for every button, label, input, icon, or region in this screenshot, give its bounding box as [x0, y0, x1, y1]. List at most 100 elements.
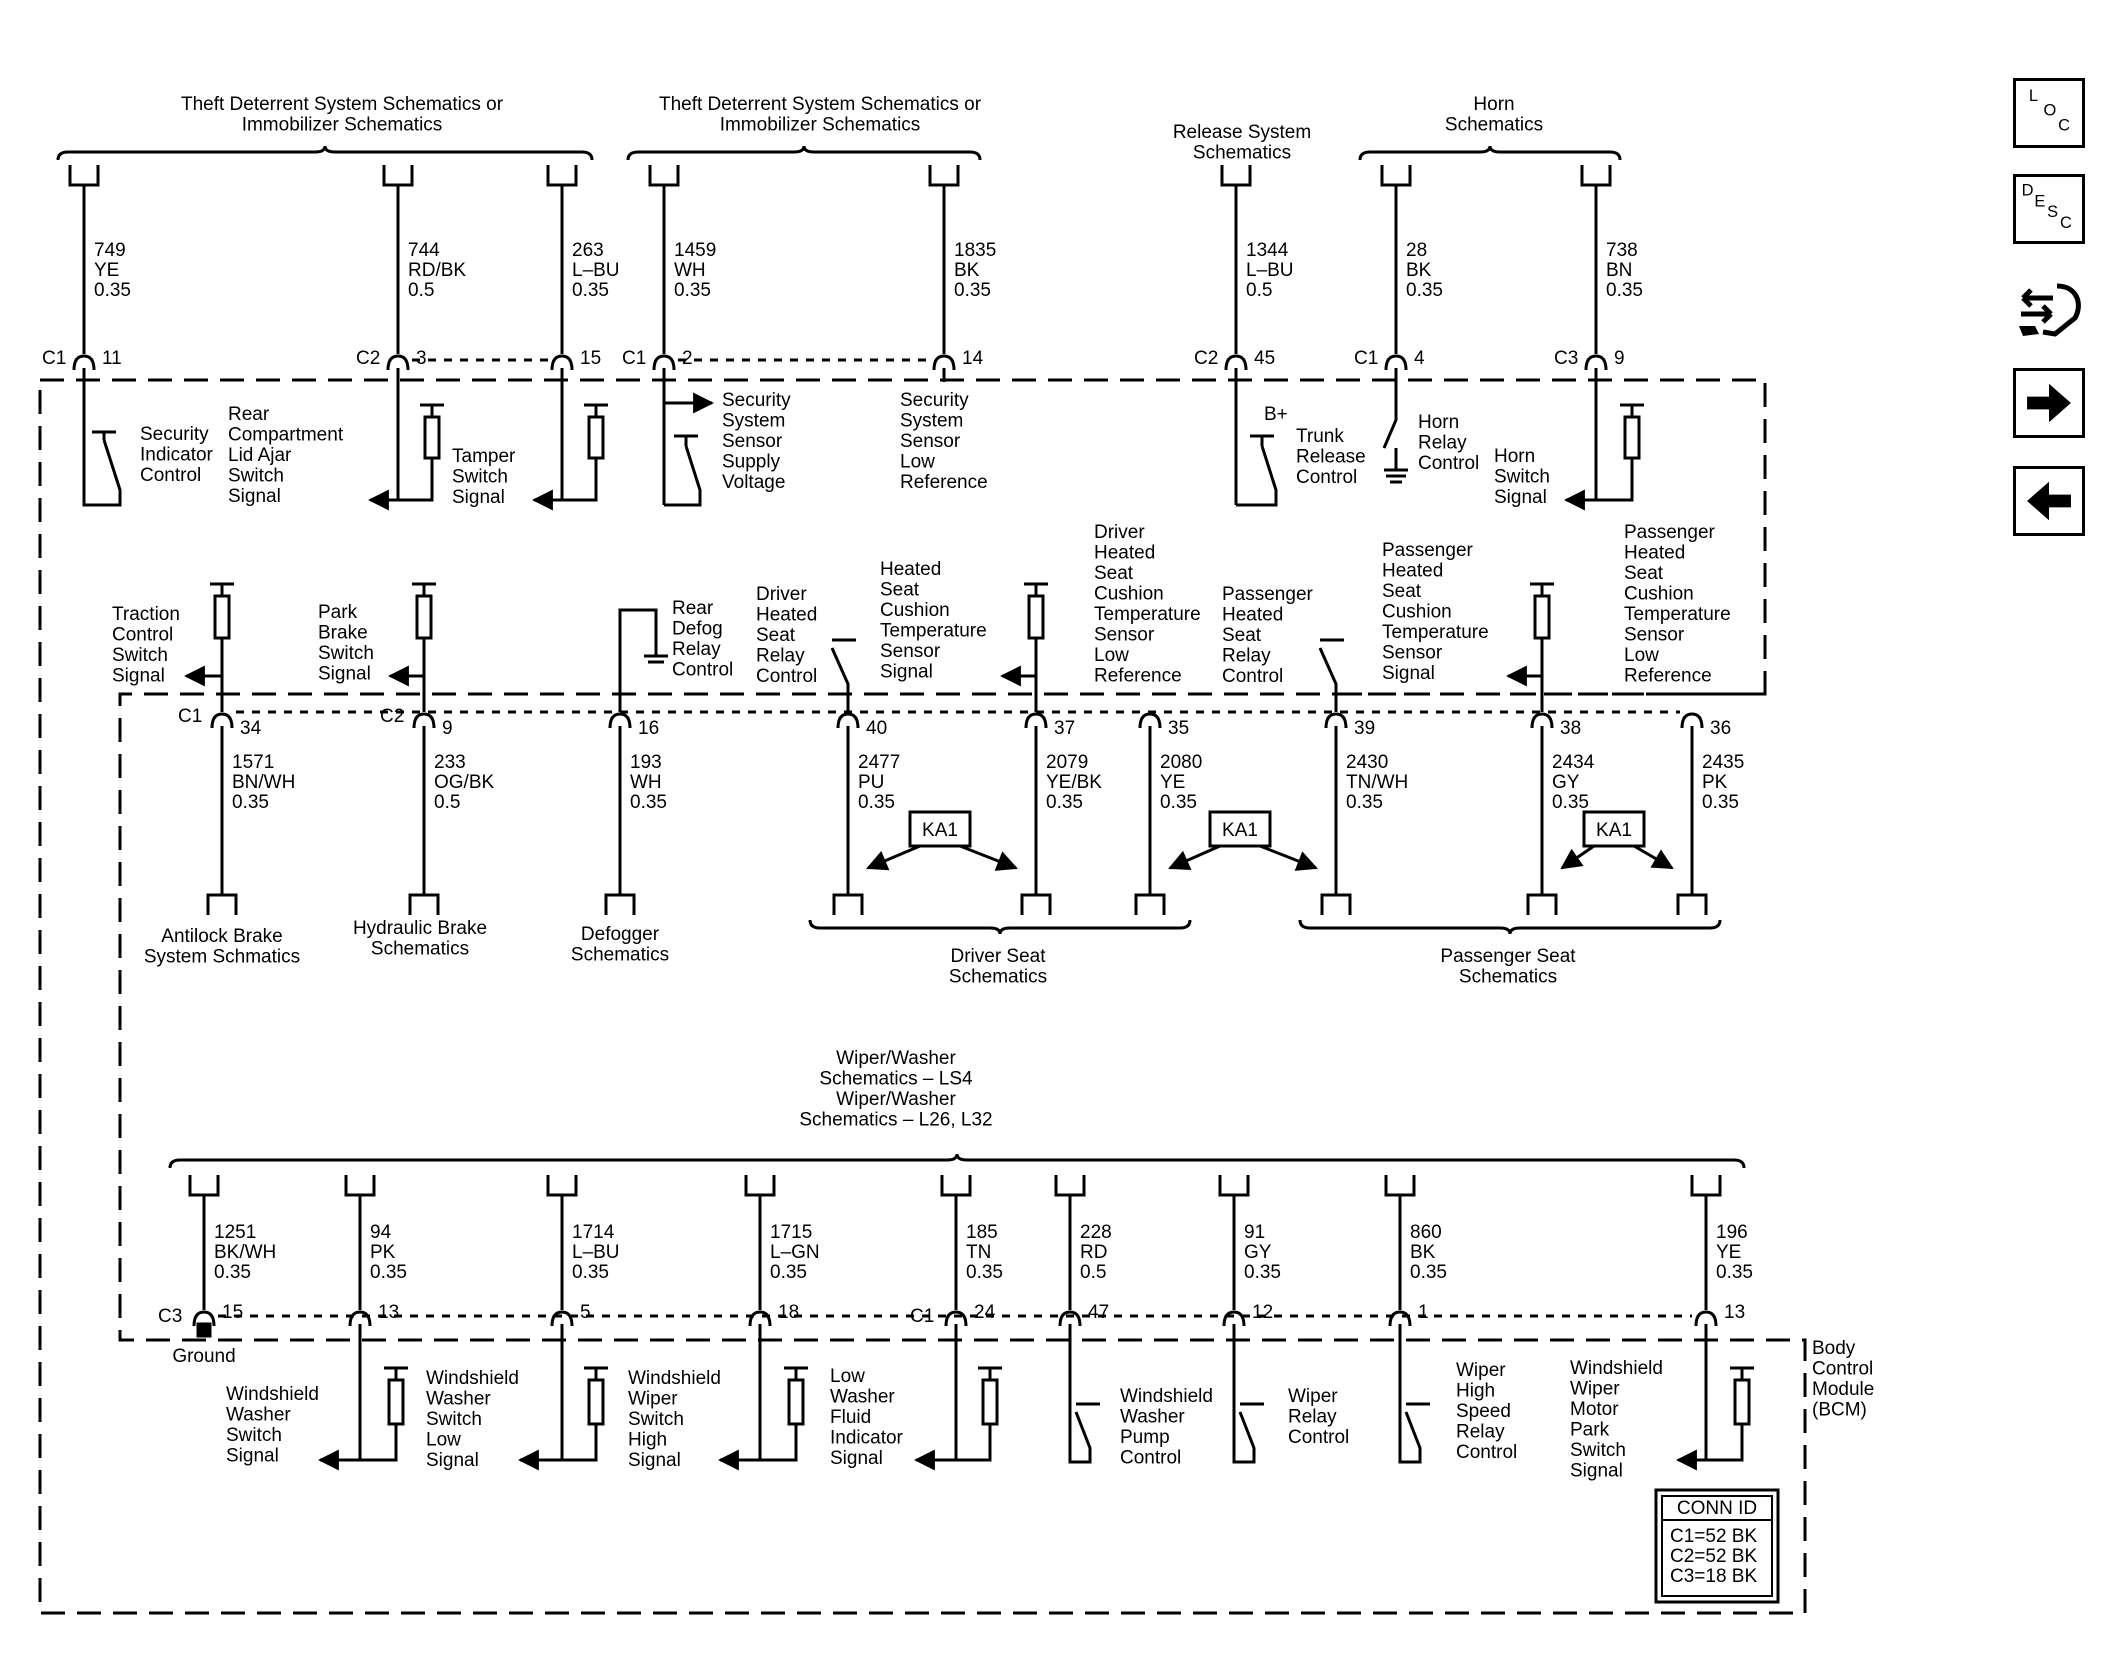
- pin-number: 37: [1054, 718, 1075, 739]
- connector-terminal: [382, 165, 414, 187]
- module-label: Body: [1812, 1338, 1856, 1359]
- svg-text:E: E: [2034, 192, 2045, 210]
- pin-cup: [1224, 354, 1248, 371]
- pin-cup: [944, 1310, 968, 1327]
- next-button[interactable]: [2013, 368, 2085, 438]
- circuit-number: 1715: [770, 1222, 812, 1243]
- wire-color: YE: [94, 260, 119, 281]
- rear-defog-relay-switch: [618, 608, 668, 712]
- function-label: Reference: [900, 472, 988, 493]
- pin-number: 9: [442, 718, 453, 739]
- trunk-release-switch: [1236, 434, 1278, 507]
- connector-id: C1: [622, 348, 646, 369]
- desc-icon: D E S C: [2022, 181, 2072, 232]
- wire-color: BN/WH: [232, 772, 295, 793]
- title-theft-1: Theft Deterrent System Schematics or: [181, 94, 504, 115]
- wire-color: YE/BK: [1046, 772, 1102, 793]
- function-label: Relay: [1222, 646, 1271, 667]
- function-label: Driver: [756, 584, 807, 605]
- function-label: Relay: [1288, 1407, 1337, 1428]
- function-label: Signal: [1382, 663, 1435, 684]
- function-label: Washer: [830, 1387, 895, 1408]
- function-label: Temperature: [1094, 604, 1201, 625]
- function-label: Ground: [172, 1346, 235, 1367]
- function-label: Cushion: [1624, 584, 1694, 605]
- title-release: Schematics: [1193, 143, 1291, 164]
- ka1-box: [1582, 810, 1646, 848]
- function-label: Washer: [226, 1405, 291, 1426]
- function-label: Control: [1288, 1427, 1349, 1448]
- loc-button[interactable]: L O C: [2013, 78, 2085, 148]
- title-theft-2: Immobilizer Schematics: [720, 115, 921, 136]
- circuit-number: 228: [1080, 1222, 1112, 1243]
- ground-terminal-icon: [196, 1322, 212, 1338]
- circuit-number: 1344: [1246, 240, 1289, 261]
- relay-switch-icon: [1398, 1324, 1430, 1464]
- pin-number: 38: [1560, 718, 1581, 739]
- function-label: Supply: [722, 452, 781, 473]
- desc-button[interactable]: D E S C: [2013, 174, 2085, 244]
- svg-text:D: D: [2022, 181, 2034, 199]
- function-label: Wiper: [1288, 1386, 1338, 1407]
- wire-gauge: 0.35: [370, 1262, 407, 1283]
- connector-id: C2: [1194, 348, 1218, 369]
- module-label: Control: [1812, 1359, 1873, 1380]
- circuit-number: 1251: [214, 1222, 256, 1243]
- wire-gauge: 0.35: [1160, 792, 1197, 813]
- connector-terminal: [1218, 1175, 1250, 1197]
- function-label: Signal: [228, 486, 281, 507]
- wire-color: TN: [966, 1242, 991, 1263]
- resistor-icon: [787, 1378, 805, 1426]
- function-label: Signal: [880, 662, 933, 683]
- function-label: Seat: [756, 625, 796, 646]
- pin-cup: [550, 1310, 574, 1327]
- internal-wire: [1563, 470, 1634, 511]
- wire-gauge: 0.5: [434, 792, 460, 813]
- function-label: Relay: [756, 646, 805, 667]
- pin-cup: [1024, 712, 1048, 729]
- wire-color: YE: [1160, 772, 1185, 793]
- destination-bracket: [808, 919, 1192, 935]
- wire-color: GY: [1244, 1242, 1272, 1263]
- function-label: Control: [112, 625, 173, 646]
- pin-number: 15: [580, 348, 601, 369]
- resistor-icon: [587, 1378, 605, 1426]
- pin-cup: [1138, 712, 1162, 729]
- title-horn: Schematics: [1445, 115, 1543, 136]
- title-bracket: [626, 145, 982, 161]
- pin-cup: [412, 712, 436, 729]
- resistor-icon: [1533, 594, 1551, 640]
- wire-color: RD: [1080, 1242, 1107, 1263]
- connector-terminal: [1690, 1175, 1722, 1197]
- function-label: Low: [830, 1366, 865, 1387]
- function-label: Relay: [1418, 433, 1467, 454]
- connector-wrench-button[interactable]: [2013, 274, 2085, 344]
- function-label: Motor: [1570, 1399, 1619, 1420]
- prev-button[interactable]: [2013, 466, 2085, 536]
- conn-id-title: CONN ID: [1677, 1498, 1757, 1519]
- pin-cup: [1680, 712, 1704, 729]
- function-label: Defog: [672, 619, 723, 640]
- title-wiper: Schematics – LS4: [819, 1069, 973, 1090]
- destination-label: Driver Seat: [950, 946, 1046, 967]
- function-label: Switch: [228, 466, 284, 487]
- passenger-seat-relay-switch: [1318, 638, 1344, 712]
- circuit-number: 263: [572, 240, 604, 261]
- function-label: Low: [426, 1430, 461, 1451]
- connector-terminal: [1676, 893, 1708, 915]
- connector-id: C1: [178, 706, 202, 727]
- ka1-label: KA1: [922, 820, 958, 841]
- wire-color: BN: [1606, 260, 1632, 281]
- destination-label: System Schmatics: [144, 947, 300, 968]
- function-label: Control: [672, 660, 733, 681]
- pin-cup: [1324, 712, 1348, 729]
- function-label: Sensor: [1094, 625, 1155, 646]
- function-label: Tamper: [452, 446, 516, 467]
- connector-terminal: [546, 165, 578, 187]
- function-label: Seat: [1094, 563, 1134, 584]
- function-label: Windshield: [1570, 1358, 1663, 1379]
- wire-color: PK: [370, 1242, 396, 1263]
- connector-id: C2: [380, 706, 404, 727]
- function-label: Park: [318, 602, 358, 623]
- destination-label: Schematics: [571, 945, 669, 966]
